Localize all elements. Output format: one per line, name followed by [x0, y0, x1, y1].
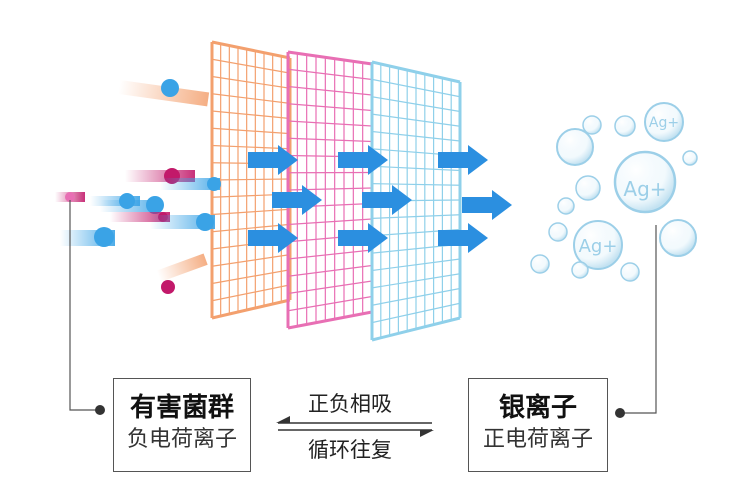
mesh-line [287, 85, 373, 96]
bacteria-trail [160, 178, 220, 190]
arrow-right-icon [362, 185, 412, 215]
bubble [573, 220, 623, 270]
arrow-right-icon [248, 145, 298, 175]
bacteria-icon [94, 227, 114, 247]
bubble [613, 150, 677, 214]
mesh-line [371, 287, 461, 306]
bubble [556, 128, 594, 166]
bubble [530, 254, 550, 274]
bubble [659, 219, 697, 257]
silver-ion-subtitle: 正电荷离子 [482, 427, 593, 452]
silver-ion-box: 银离子 正电荷离子 [468, 378, 608, 472]
bubble [557, 197, 575, 215]
mesh-line [211, 208, 291, 216]
mesh-line [287, 50, 373, 66]
mesh-line [371, 183, 461, 186]
bubble-label: Ag+ [579, 236, 618, 257]
bubble [682, 150, 698, 166]
bacteria-icon [207, 177, 221, 191]
right-connector-dot [615, 408, 625, 418]
bacteria-trail [110, 212, 170, 222]
mesh-line [287, 103, 373, 112]
mesh-line [371, 214, 461, 219]
mesh-line [371, 316, 461, 342]
bacteria-icon [146, 196, 164, 214]
mesh-line [287, 120, 373, 127]
mesh-line [211, 127, 291, 135]
mesh-line [371, 130, 461, 142]
bacteria-trail [100, 200, 160, 212]
mesh-line [211, 58, 291, 74]
bacteria-icon [196, 213, 214, 231]
mesh-line [287, 295, 373, 312]
bubble [582, 115, 602, 135]
arrow-head-right-icon [420, 430, 434, 437]
mesh-line [287, 137, 373, 143]
mesh-line [287, 187, 373, 191]
arrow-right-icon [338, 145, 388, 175]
mesh-line [287, 68, 373, 81]
harmful-bacteria-box: 有害菌群 负电荷离子 [113, 378, 251, 472]
mesh-line [371, 258, 461, 272]
mesh-line [287, 280, 373, 295]
mesh-line [371, 113, 461, 127]
mesh-line [287, 310, 373, 330]
bacteria-trail [156, 253, 208, 282]
mesh-line [287, 264, 373, 277]
bubble-label: Ag+ [649, 115, 679, 131]
bubble-label: Ag+ [623, 177, 666, 201]
bubble [620, 262, 640, 282]
mesh-line [371, 60, 461, 84]
mesh-line [211, 75, 291, 89]
arrow-right-icon [438, 223, 488, 253]
bubble [644, 102, 684, 142]
mesh-line [211, 269, 291, 285]
right-connector-line [620, 225, 657, 414]
mesh-line [211, 254, 291, 267]
mesh-line [287, 218, 373, 226]
arrow-right-icon [338, 223, 388, 253]
mesh-line [211, 178, 291, 181]
silver-ion-title: 银离子 [498, 393, 577, 423]
bacteria-group [55, 79, 221, 294]
bacteria-icon [161, 280, 175, 294]
left-connector-dot [95, 405, 105, 415]
attraction-text: 正负相吸 [308, 392, 392, 416]
mesh-line [211, 110, 291, 120]
bubble [614, 115, 636, 137]
cycle-text: 循环往复 [308, 438, 392, 462]
mesh-line [371, 96, 461, 113]
arrow-right-icon [248, 223, 298, 253]
mesh-line [211, 298, 291, 320]
mesh-line [211, 284, 291, 302]
mesh-line [371, 165, 461, 172]
mesh-line [371, 273, 461, 289]
arrow-right-icon [272, 185, 322, 215]
mesh-line [371, 78, 461, 98]
arrow-right-icon [438, 145, 488, 175]
orange-filter-mesh [210, 40, 292, 320]
harmful-bacteria-title: 有害菌群 [129, 393, 234, 423]
arrow-head-left-icon [276, 416, 290, 423]
bubble [571, 261, 589, 279]
connector-lines [69, 200, 657, 418]
exchange-arrows [276, 416, 434, 437]
bubble [575, 175, 601, 201]
flow-arrows [248, 145, 512, 253]
bacteria-icon [65, 192, 75, 202]
bubble [548, 222, 568, 242]
left-connector-line [69, 200, 100, 411]
arrow-right-icon [462, 190, 512, 220]
mesh-line [371, 302, 461, 324]
mesh-line [211, 40, 291, 60]
harmful-bacteria-subtitle: 负电荷离子 [126, 427, 237, 452]
mesh-line [211, 93, 291, 104]
mesh-line [211, 223, 291, 233]
pink-filter-mesh [286, 50, 374, 330]
silver-ion-bubbles: Ag+ Ag+ Ag+ [530, 102, 698, 282]
mesh-line [211, 144, 291, 150]
mesh-line [287, 249, 373, 260]
bacteria-icon [161, 79, 179, 97]
